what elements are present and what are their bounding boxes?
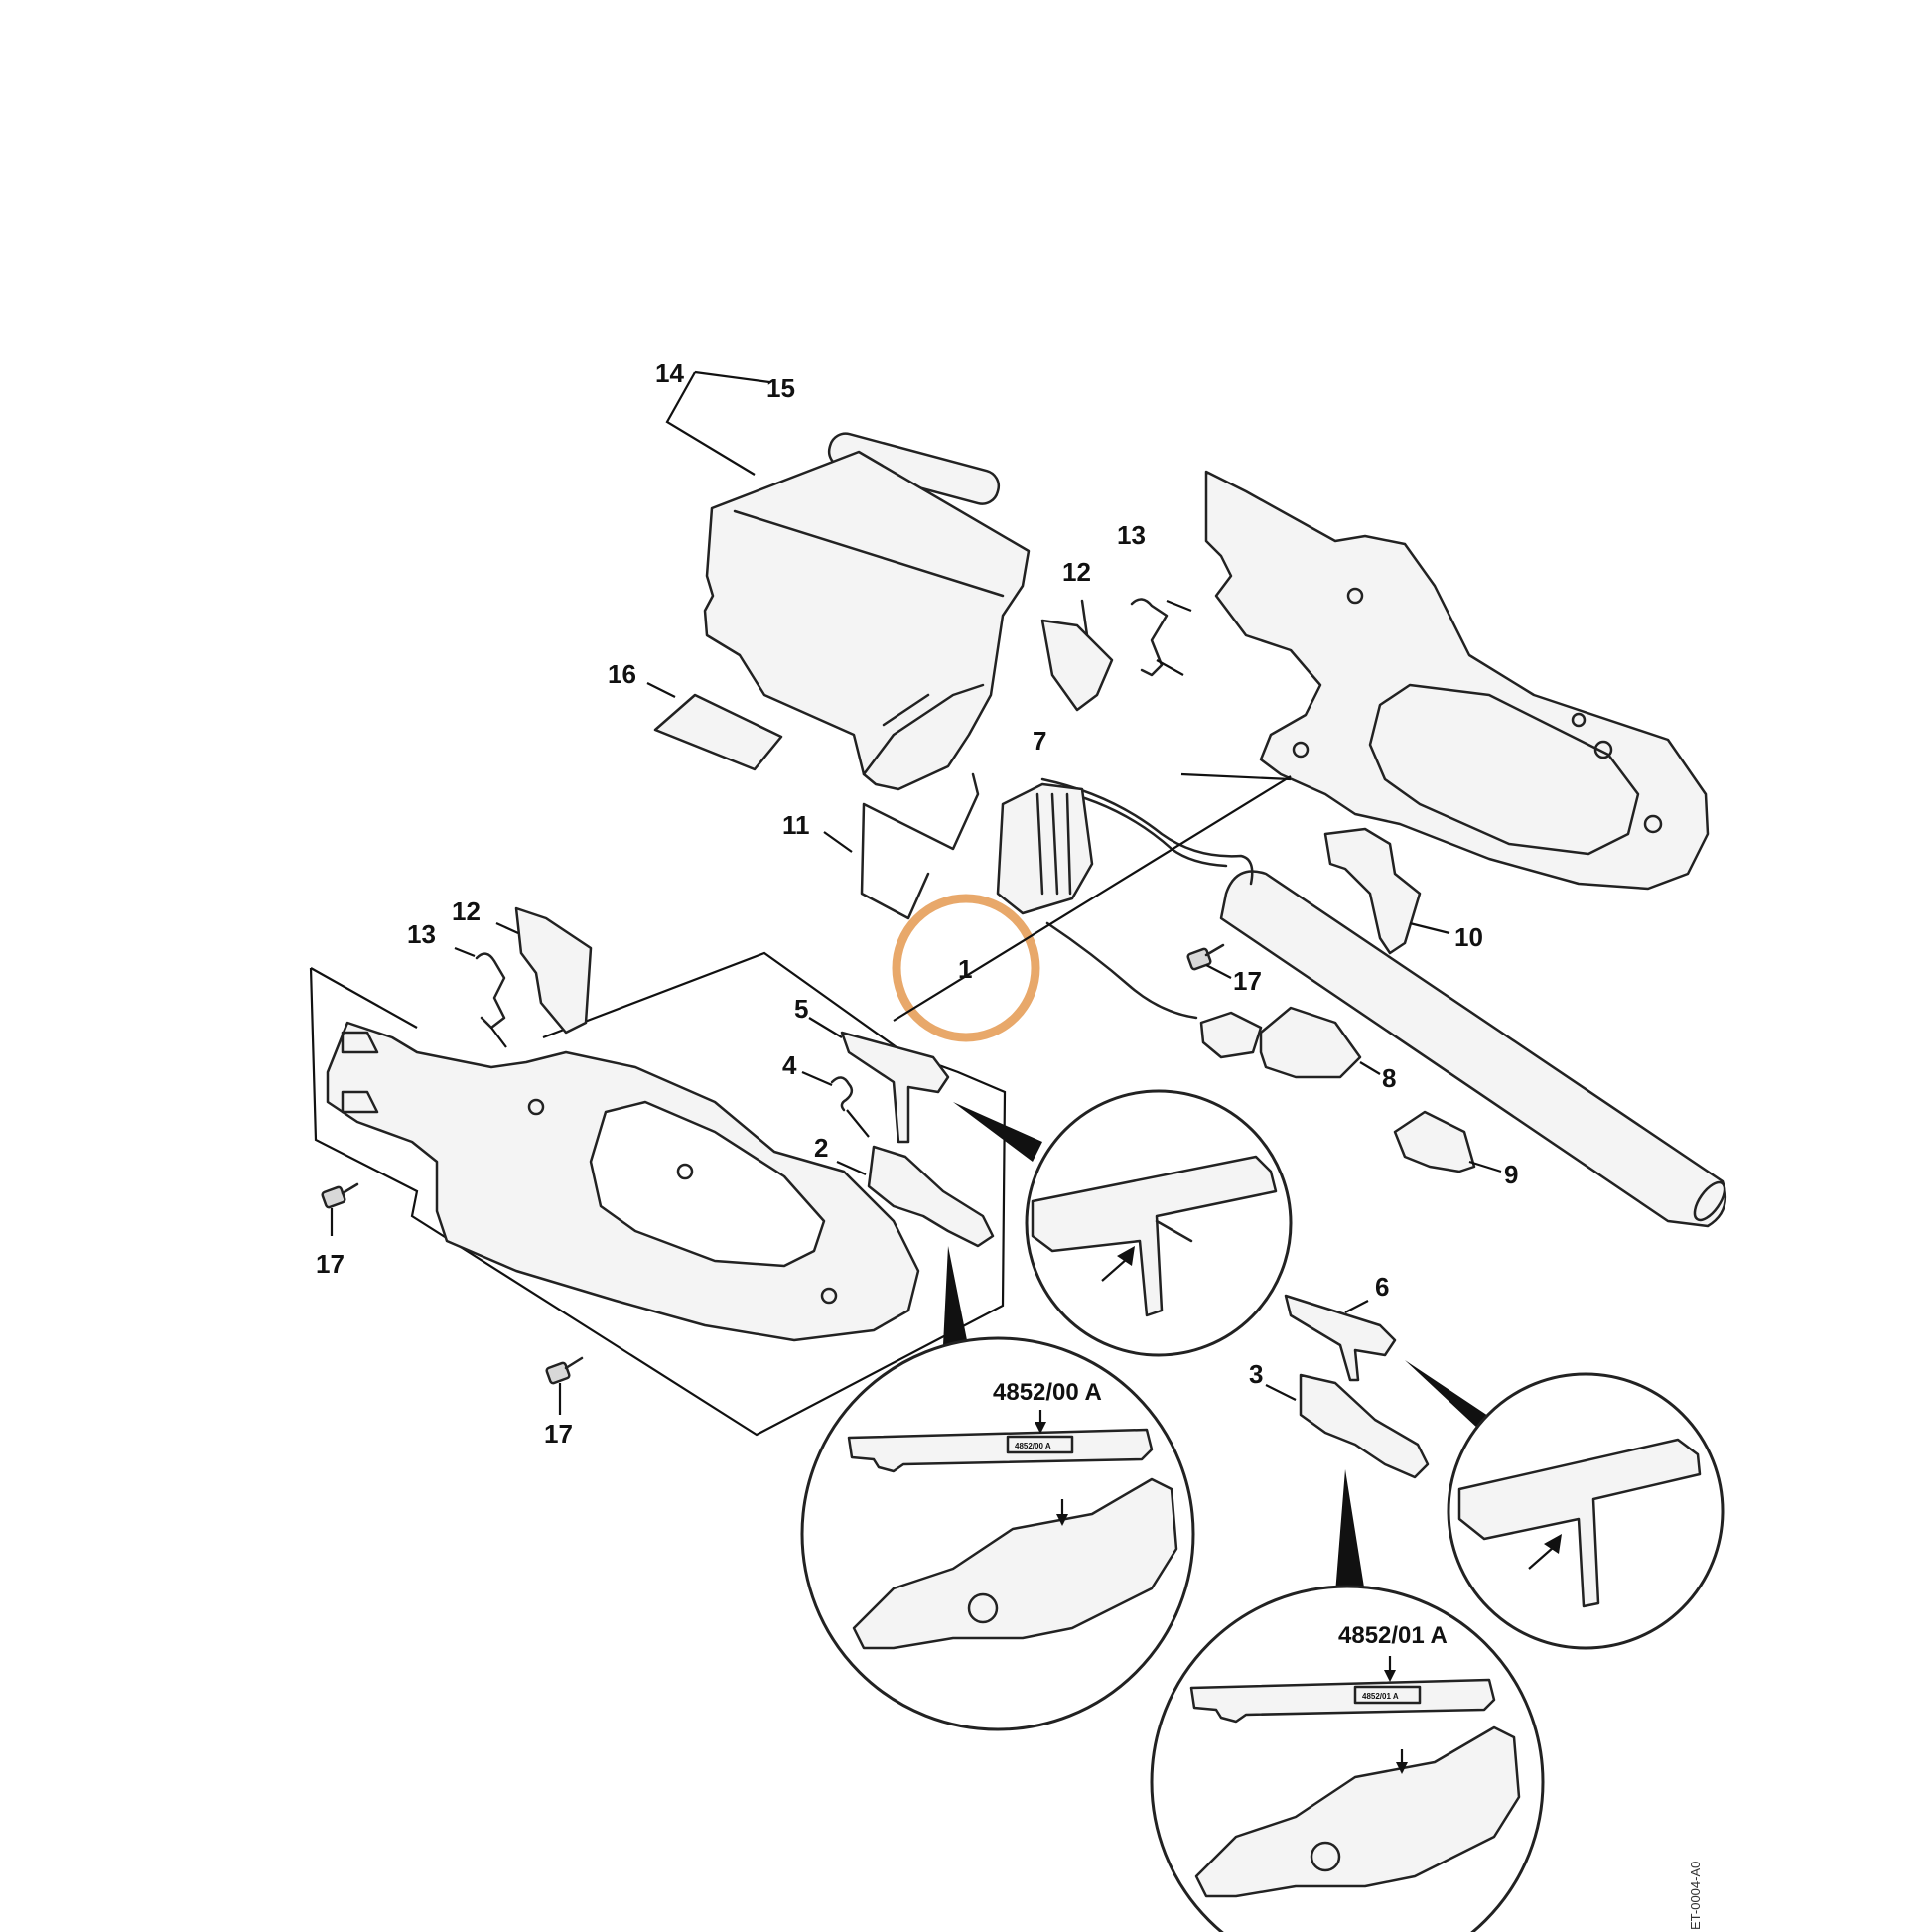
- callout-7[interactable]: 7: [1033, 726, 1046, 756]
- part-11-wire-bracket[interactable]: [860, 772, 980, 920]
- detail-lock-lever-right: [1405, 1360, 1725, 1650]
- highlight-part-1[interactable]: [892, 894, 1040, 1042]
- part-group-switch-assembly: [823, 598, 1192, 920]
- callout-12-lower[interactable]: 12: [452, 897, 481, 926]
- part-9-switch[interactable]: [1393, 1110, 1476, 1173]
- leader-part-1: [893, 775, 1292, 1022]
- part-12-switch-lower[interactable]: [514, 906, 593, 1035]
- detail-code-imprint-right: 4852/01 A: [1362, 1692, 1399, 1701]
- part-17-screw-left-upper[interactable]: [321, 1182, 359, 1209]
- callout-13-upper[interactable]: 13: [1117, 520, 1146, 550]
- part-housing-half-right[interactable]: [1204, 470, 1710, 891]
- callout-14[interactable]: 14: [655, 358, 684, 388]
- part-2-trigger[interactable]: [867, 1145, 995, 1248]
- part-group-cover: [646, 370, 1031, 791]
- callout-13-lower[interactable]: 13: [407, 919, 436, 949]
- part-tube[interactable]: [1219, 870, 1727, 1228]
- callout-11[interactable]: 11: [782, 810, 810, 840]
- callout-labels: 1 2 3 4 5 6 7 8 9 10 11 12 12 13 13 14 1…: [316, 358, 1518, 1449]
- callout-5[interactable]: 5: [794, 994, 808, 1024]
- part-7-terminal-block[interactable]: [996, 782, 1094, 915]
- part-group-trigger-left: [801, 1017, 995, 1248]
- part-6-lock-lever[interactable]: [1284, 1294, 1397, 1382]
- part-13-spring-lower[interactable]: [475, 952, 506, 1030]
- callout-9[interactable]: 9: [1504, 1160, 1518, 1189]
- part-10-bracket[interactable]: [1323, 827, 1422, 955]
- callout-3[interactable]: 3: [1249, 1359, 1263, 1389]
- callout-8[interactable]: 8: [1382, 1063, 1396, 1093]
- detail-trigger-left: 4852/00 A 4852/00 A: [800, 1246, 1195, 1731]
- callout-4[interactable]: 4: [782, 1050, 797, 1080]
- part-17-screw-left-lower[interactable]: [545, 1356, 584, 1385]
- document-id: ET-0004-A0: [1688, 1862, 1703, 1930]
- detail-code-imprint-left: 4852/00 A: [1015, 1442, 1051, 1450]
- callout-16[interactable]: 16: [608, 659, 636, 689]
- part-group-trigger-right: [1265, 1294, 1430, 1479]
- callout-15[interactable]: 15: [766, 373, 795, 403]
- part-12-switch-upper[interactable]: [1040, 619, 1114, 712]
- part-group-switches-right: [321, 827, 1502, 1415]
- part-8-switch[interactable]: [1259, 1006, 1362, 1079]
- part-group-left-housing: [309, 906, 1007, 1437]
- detail-trigger-right: 4852/01 A 4852/01 A: [1150, 1469, 1545, 1932]
- callout-10[interactable]: 10: [1454, 922, 1483, 952]
- callout-2[interactable]: 2: [814, 1133, 828, 1163]
- cable: [1040, 777, 1254, 886]
- callout-6[interactable]: 6: [1375, 1272, 1389, 1302]
- part-16-sticker[interactable]: [653, 693, 783, 771]
- callout-17-right[interactable]: 17: [1233, 966, 1262, 996]
- part-13-spring-upper[interactable]: [1130, 598, 1169, 677]
- part-3-trigger[interactable]: [1299, 1373, 1430, 1479]
- callout-17-left-upper[interactable]: 17: [316, 1249, 345, 1279]
- callout-12-upper[interactable]: 12: [1062, 557, 1091, 587]
- detail-code-label-right: 4852/01 A: [1338, 1622, 1448, 1649]
- detail-code-label-left: 4852/00 A: [993, 1379, 1102, 1406]
- detail-lock-lever-left: [953, 1089, 1293, 1357]
- part-17-screw-right[interactable]: [1186, 943, 1225, 971]
- part-group-right-housing: [1180, 470, 1710, 891]
- part-4-spring[interactable]: [830, 1076, 854, 1112]
- part-group-tube: [1040, 777, 1727, 1228]
- callout-1[interactable]: 1: [958, 954, 972, 984]
- part-14-cover-housing[interactable]: [703, 450, 1031, 791]
- callout-17-left-lower[interactable]: 17: [544, 1419, 573, 1449]
- part-5-lock-lever[interactable]: [840, 1031, 950, 1144]
